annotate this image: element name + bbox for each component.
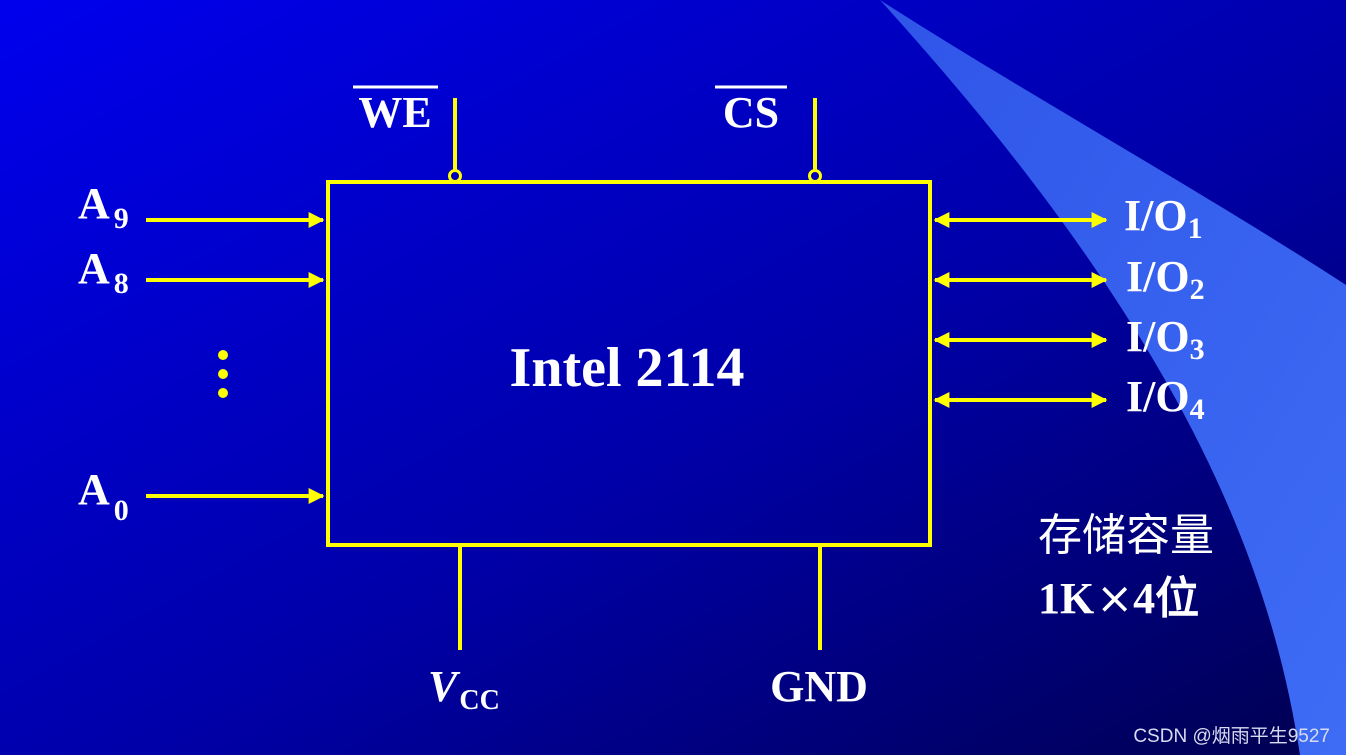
vcc-label: VCC [428, 662, 500, 716]
cs-pin-bubble [808, 169, 822, 183]
capacity-value: 1K×4位 [1038, 573, 1199, 624]
cs-label: CS [723, 88, 779, 137]
ellipsis-dots [218, 350, 228, 398]
io4-label: I/O4 [1126, 372, 1205, 426]
io2-label: I/O2 [1126, 252, 1205, 306]
decorative-swoosh [880, 0, 1346, 755]
we-label: WE [358, 88, 431, 137]
io3-label: I/O3 [1126, 312, 1205, 366]
watermark: CSDN @烟雨平生9527 [1133, 725, 1330, 747]
chip-body [326, 180, 932, 547]
chip-name: Intel 2114 [510, 337, 745, 399]
io1-label: I/O1 [1124, 191, 1203, 245]
we-pin-bubble [448, 169, 462, 183]
gnd-label: GND [770, 662, 868, 711]
capacity-title: 存储容量 [1038, 510, 1214, 561]
